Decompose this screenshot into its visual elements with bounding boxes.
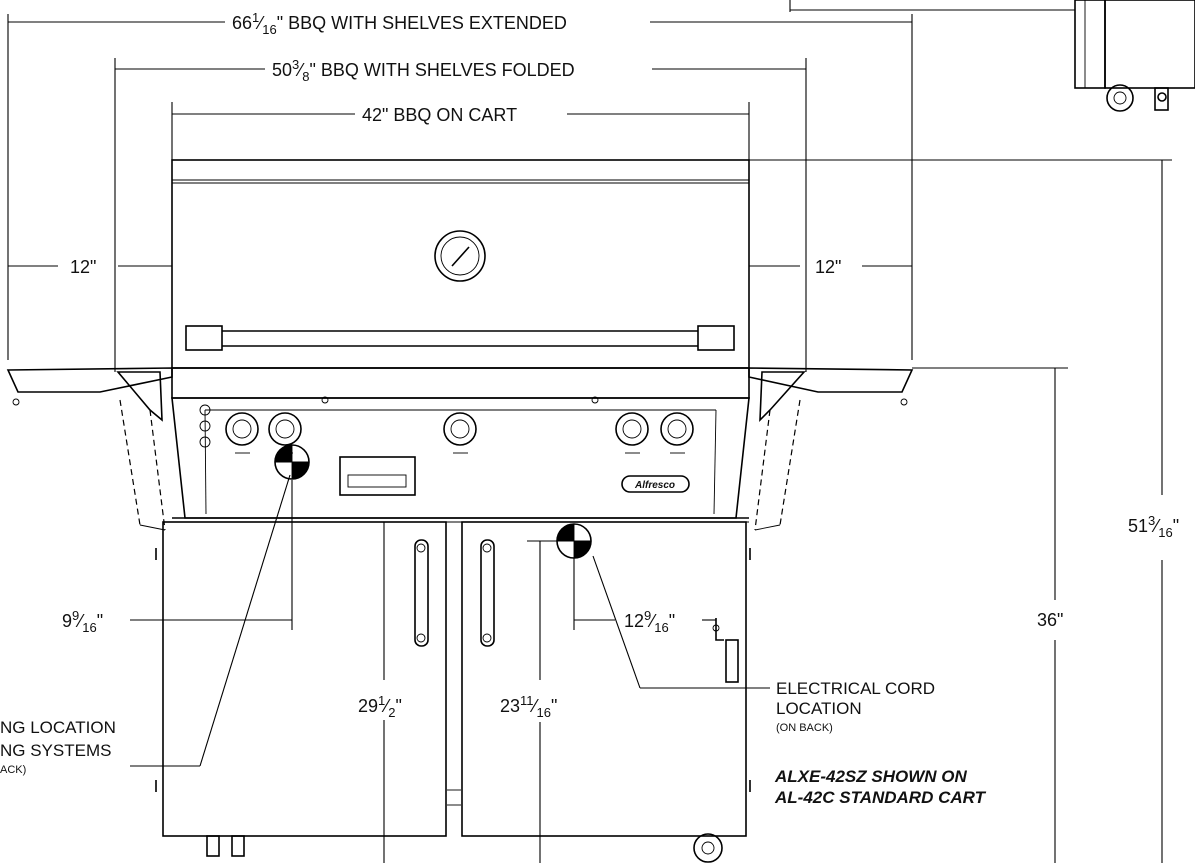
hood-handle: [185, 325, 735, 351]
model-caption: ALXE-42SZ SHOWN ON AL-42C STANDARD CART: [774, 767, 987, 807]
logo-badge-icon: Alfresco: [621, 475, 690, 493]
svg-text:36": 36": [1037, 610, 1063, 630]
svg-text:LOCATION: LOCATION: [776, 699, 862, 718]
dimension-shelf-height: 36": [912, 367, 1068, 863]
cart-body: [155, 521, 751, 863]
left-side-shelf: [6, 367, 173, 531]
side-view-fragment: [789, 0, 1195, 112]
svg-text:ALXE-42SZ SHOWN ON: ALXE-42SZ SHOWN ON: [774, 767, 967, 786]
svg-text:12": 12": [815, 257, 841, 277]
dimension-left-offset: 99⁄16": [62, 480, 293, 635]
svg-text:291⁄2": 291⁄2": [358, 693, 402, 720]
svg-text:NG LOCATION: NG LOCATION: [0, 718, 116, 737]
dimension-folded: 503⁄8" BBQ WITH SHELVES FOLDED: [114, 57, 807, 372]
svg-text:2311⁄16": 2311⁄16": [500, 693, 557, 720]
side-caster-wheel-icon: [1106, 84, 1134, 112]
svg-text:513⁄16": 513⁄16": [1128, 513, 1179, 540]
grill-hood: [171, 159, 1172, 369]
control-knob-icon: [225, 412, 694, 454]
svg-text:Alfresco: Alfresco: [634, 480, 675, 491]
temperature-gauge-icon: [434, 230, 486, 282]
dimension-overall-height: 513⁄16": [1128, 160, 1179, 863]
dimension-extended: 661⁄16" BBQ WITH SHELVES EXTENDED: [7, 10, 913, 360]
dimension-right-offset: 129⁄16": [573, 558, 716, 635]
dimension-left-height: 291⁄2": [358, 522, 402, 863]
callout-electrical: ELECTRICAL CORD LOCATION (ON BACK): [592, 555, 935, 734]
caster-wheel-icon: [206, 833, 723, 863]
svg-text:(ON BACK): (ON BACK): [776, 722, 833, 734]
right-side-shelf: [748, 367, 914, 531]
center-of-location-icon: [274, 444, 592, 559]
svg-text:42" BBQ ON CART: 42" BBQ ON CART: [362, 105, 517, 125]
tank-hook: [712, 618, 739, 683]
svg-text:ACK): ACK): [0, 764, 26, 776]
svg-text:661⁄16" BBQ WITH SHELVES EXTEN: 661⁄16" BBQ WITH SHELVES EXTENDED: [232, 10, 567, 37]
panel-handle: [339, 456, 416, 496]
svg-text:12": 12": [70, 257, 96, 277]
dimension-right-shelf: 12": [749, 257, 912, 277]
door-handle-icon: [414, 539, 495, 647]
dimension-left-shelf: 12": [8, 257, 172, 277]
callout-gas: NG LOCATION NG SYSTEMS ACK): [0, 474, 291, 776]
dimension-right-height: 2311⁄16": [500, 540, 557, 863]
svg-text:ELECTRICAL CORD: ELECTRICAL CORD: [776, 679, 935, 698]
dimension-cart: 42" BBQ ON CART: [171, 102, 750, 160]
svg-text:99⁄16": 99⁄16": [62, 608, 103, 635]
ignition-buttons: [199, 404, 211, 448]
control-panel: Alfresco: [171, 367, 750, 523]
svg-text:503⁄8" BBQ WITH SHELVES FOLDED: 503⁄8" BBQ WITH SHELVES FOLDED: [272, 57, 575, 84]
svg-text:129⁄16": 129⁄16": [624, 608, 675, 635]
svg-text:NG SYSTEMS: NG SYSTEMS: [0, 741, 111, 760]
svg-text:AL-42C STANDARD CART: AL-42C STANDARD CART: [774, 788, 987, 807]
